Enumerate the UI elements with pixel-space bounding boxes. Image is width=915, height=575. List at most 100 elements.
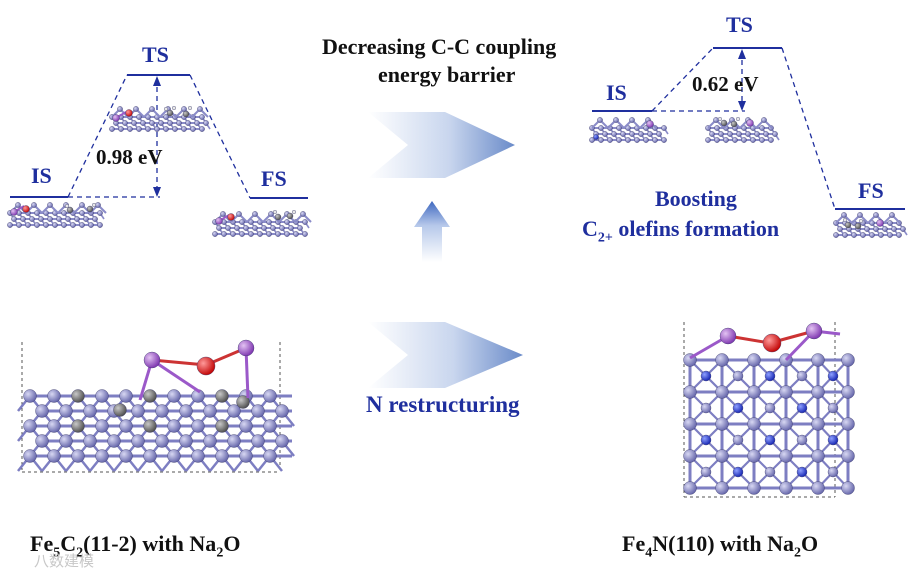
fe-atom [71, 449, 85, 463]
fe-atom [772, 131, 778, 137]
fe-atom [172, 126, 178, 132]
fe-atom [83, 404, 97, 418]
fe-atom [764, 466, 776, 478]
c-atom [844, 221, 852, 229]
fe-atom [598, 125, 604, 131]
fe-atom [11, 216, 17, 222]
c-atom [236, 395, 250, 409]
fe-atom [841, 212, 847, 218]
fe-atom [118, 126, 124, 132]
fe-atom [629, 131, 635, 137]
c-atom [182, 110, 190, 118]
c-atom [71, 419, 85, 433]
fe-atom [119, 449, 133, 463]
fe-atom [741, 137, 747, 143]
n-atom [700, 370, 712, 382]
fe-atom [602, 131, 608, 137]
right-fs-slab-image [833, 212, 908, 238]
top-chevron-arrow [368, 112, 515, 178]
fe-atom [220, 211, 226, 217]
fe-atom [616, 137, 622, 143]
fe-atom [715, 481, 729, 495]
fe-atom [251, 434, 265, 448]
h-atom [163, 106, 168, 111]
o-atom [227, 213, 235, 221]
fe-atom [715, 449, 729, 463]
fe-atom [279, 225, 285, 231]
fe-atom [638, 131, 644, 137]
fe-atom [252, 211, 258, 217]
fe-atom [74, 216, 80, 222]
boost-c: C [582, 216, 598, 241]
h-atom [843, 217, 848, 222]
fe-atom [140, 120, 146, 126]
fe-atom [97, 222, 103, 228]
c-atom [215, 419, 229, 433]
fe-atom [851, 232, 857, 238]
fe-atom [747, 449, 761, 463]
fe-atom [23, 419, 37, 433]
fe-atom [732, 370, 744, 382]
fe-atom [732, 434, 744, 446]
fe-atom [302, 231, 308, 237]
c-atom [215, 389, 229, 403]
fe-atom [154, 126, 160, 132]
fe5c2-structure-image [17, 339, 295, 473]
n-restructuring-label: N restructuring [366, 392, 520, 417]
n-atom [827, 434, 839, 446]
fe-atom [92, 216, 98, 222]
fe-atom [47, 449, 61, 463]
fe-atom [185, 120, 191, 126]
fe-atom [300, 211, 306, 217]
fe-atom [167, 419, 181, 433]
fe-atom [216, 225, 222, 231]
fe-atom [625, 137, 631, 143]
fe-atom [243, 225, 249, 231]
left-energy-profile [10, 74, 308, 199]
fe-atom [43, 222, 49, 228]
fe-atom [95, 389, 109, 403]
fe-atom [190, 126, 196, 132]
right-energy-profile [592, 47, 905, 210]
h-atom [91, 202, 96, 207]
fe-atom [35, 404, 49, 418]
fe-atom [38, 216, 44, 222]
fe-atom [52, 222, 58, 228]
fe-atom [257, 231, 263, 237]
c-atom [143, 389, 157, 403]
fe-atom [900, 226, 906, 232]
o-atom [196, 356, 216, 376]
boosting-line2: C2+ olefins formation [582, 216, 779, 246]
fe-atom [167, 120, 173, 126]
fe-atom [841, 481, 855, 495]
fe-atom [143, 449, 157, 463]
fe-atom [700, 402, 712, 414]
fe-atom [199, 126, 205, 132]
fe-atom [713, 117, 719, 123]
fe4n-structure-image [683, 322, 855, 498]
fe-atom [811, 353, 825, 367]
left-ts-slab-image [109, 105, 211, 132]
fe-atom [629, 117, 635, 123]
fe-atom [302, 219, 308, 225]
fe-atom [163, 126, 169, 132]
c-atom [143, 419, 157, 433]
fe-atom [811, 481, 825, 495]
fe-atom [158, 120, 164, 126]
c-atom [720, 119, 728, 127]
fe-atom [203, 404, 217, 418]
fe-atom [796, 370, 808, 382]
c-atom [854, 222, 862, 230]
left-is-slab-image [7, 202, 107, 228]
fe-atom [837, 226, 843, 232]
fe-atom [779, 481, 793, 495]
fe-atom [747, 385, 761, 399]
fe-atom [732, 137, 738, 143]
fe-atom [811, 449, 825, 463]
boost-sub: 2+ [597, 230, 613, 246]
fe-atom [768, 137, 774, 143]
fe-atom [293, 231, 299, 237]
fe-atom [727, 131, 733, 137]
fe-atom [683, 385, 697, 399]
fe-atom [203, 120, 209, 126]
